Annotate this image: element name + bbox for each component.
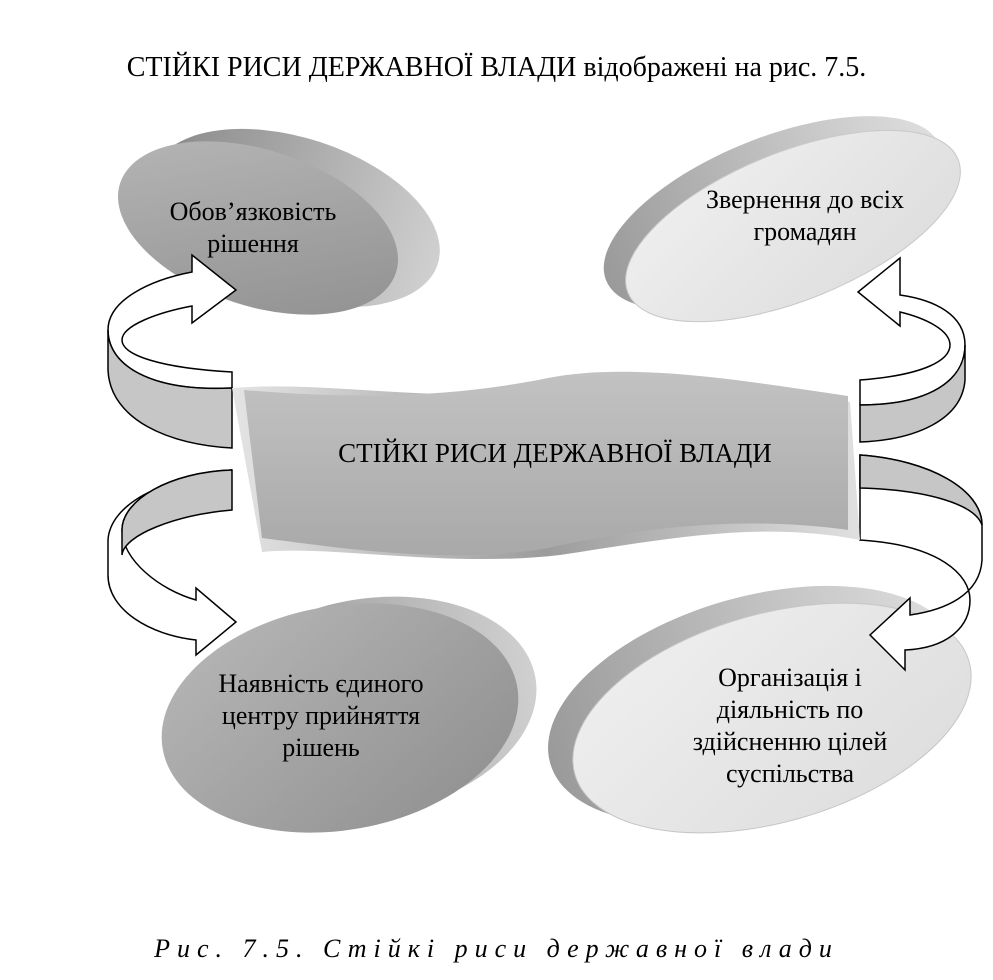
label-bottom-left-line: центру прийняття	[221, 701, 421, 730]
ellipse-bottom-left	[161, 596, 537, 833]
label-top-right-line: Звернення до всіх	[705, 185, 905, 214]
ellipse-bottom-right	[548, 585, 972, 834]
arrow-band-right	[856, 256, 983, 672]
label-bottom-left: Наявність єдиного центру прийняття рішен…	[196, 668, 446, 764]
page-header: СТІЙКІ РИСИ ДЕРЖАВНОЇ ВЛАДИ відображені …	[0, 52, 993, 84]
label-bottom-right-line: суспільства	[725, 759, 855, 788]
label-top-left-line: рішення	[207, 229, 299, 258]
label-bottom-left-line: рішень	[282, 733, 360, 762]
label-top-right: Звернення до всіх громадян	[680, 184, 930, 248]
label-bottom-right-line: Організація і	[718, 663, 862, 692]
label-bottom-left-line: Наявність єдиного	[218, 669, 424, 698]
center-label: СТІЙКІ РИСИ ДЕРЖАВНОЇ ВЛАДИ	[338, 438, 772, 468]
label-top-left-line: Обов’язковість	[169, 197, 337, 226]
header-rest: відображені на рис. 7.5.	[576, 52, 867, 83]
header-bold: СТІЙКІ РИСИ ДЕРЖАВНОЇ ВЛАДИ	[126, 52, 577, 83]
label-bottom-right-line: здійсненню цілей	[692, 727, 888, 756]
figure-caption: Рис. 7.5. Стійкі риси державної влади	[154, 934, 839, 963]
ellipse-top-right	[603, 116, 961, 323]
ellipse-top-left	[118, 128, 440, 315]
label-top-left: Обов’язковість рішення	[148, 196, 358, 260]
label-bottom-right-line: діяльність по	[716, 695, 864, 724]
label-top-right-line: громадян	[753, 217, 857, 246]
arrow-band-left	[107, 253, 238, 657]
center-banner	[232, 371, 860, 560]
label-bottom-right: Організація і діяльність по здійсненню ц…	[670, 662, 910, 790]
